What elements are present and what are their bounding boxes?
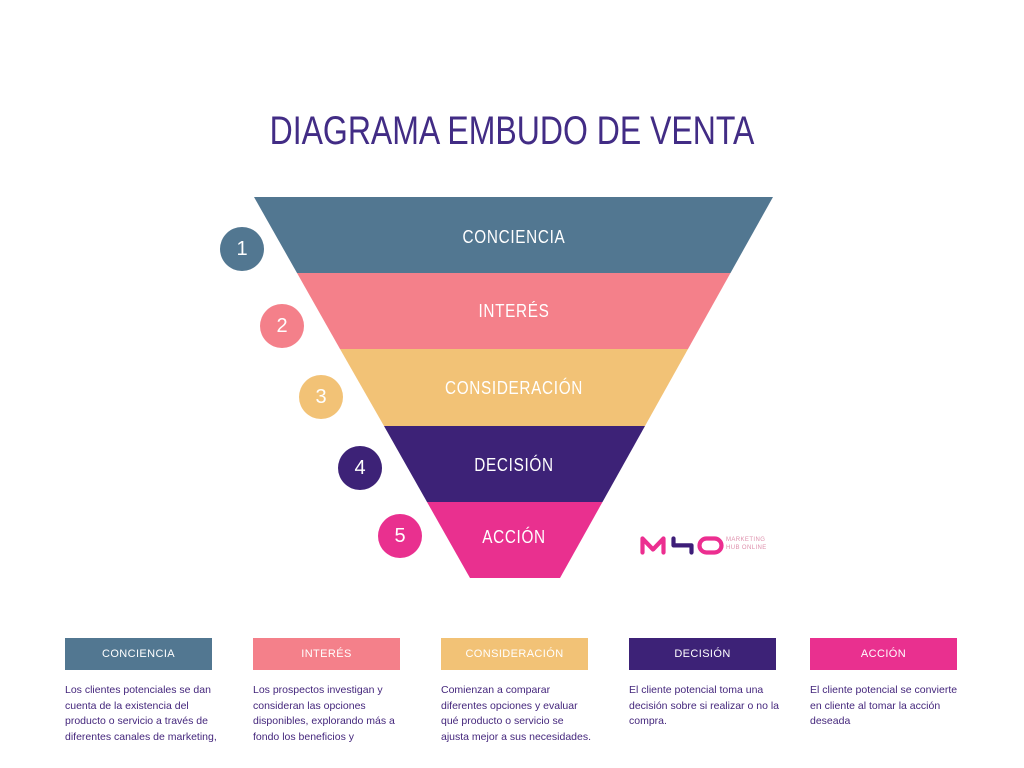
stage-number-badge-2: 2 (260, 304, 304, 348)
legend-header-consideracion: CONSIDERACIÓN (441, 638, 588, 670)
legend-header-label: INTERÉS (301, 648, 352, 660)
logo-tagline: MARKETING HUB ONLINE (726, 536, 767, 552)
legend-header-label: CONCIENCIA (101, 648, 176, 660)
legend-header-interes: INTERÉS (253, 638, 400, 670)
page-title: DIAGRAMA EMBUDO DE VENTA (269, 109, 755, 153)
legend-item-accion: ACCIÓN El cliente potencial se convierte… (810, 638, 968, 730)
legend-header-label: DECISIÓN (674, 648, 731, 660)
stage-label-decision: DECISIÓN (474, 455, 554, 475)
logo-letter-h (671, 536, 694, 555)
stage-number-1: 1 (236, 238, 248, 260)
legend-header-accion: ACCIÓN (810, 638, 957, 670)
stage-number-badge-4: 4 (338, 446, 382, 490)
legend-item-consideracion: CONSIDERACIÓN Comienzan a comparar difer… (441, 638, 599, 745)
stage-label-conciencia: CONCIENCIA (462, 227, 566, 247)
stage-number-2: 2 (276, 315, 288, 337)
stage-number-4: 4 (354, 457, 366, 479)
legend-item-conciencia: CONCIENCIA Los clientes potenciales se d… (65, 638, 223, 745)
stage-description-decision: El cliente potencial toma una decisión s… (629, 684, 779, 727)
legend-header-decision: DECISIÓN (629, 638, 776, 670)
stage-description-interes: Los prospectos investigan y consideran l… (253, 684, 395, 743)
legend-header-conciencia: CONCIENCIA (65, 638, 212, 670)
stage-description-conciencia: Los clientes potenciales se dan cuenta d… (65, 684, 217, 743)
mho-logo: MARKETING HUB ONLINE (640, 535, 770, 557)
funnel-stage-shape-decision (384, 426, 645, 502)
stage-label-accion: ACCIÓN (482, 527, 546, 547)
funnel-stage-shape-consideracion (340, 349, 688, 426)
stage-description-accion: El cliente potencial se convierte en cli… (810, 684, 958, 727)
stage-number-badge-3: 3 (299, 375, 343, 419)
stage-number-5: 5 (394, 525, 406, 547)
logo-letter-o (697, 536, 724, 555)
logo-tagline-line1: MARKETING (726, 537, 766, 543)
mho-logo-mark (640, 536, 724, 555)
stage-description-consideracion: Comienzan a comparar diferentes opciones… (441, 684, 591, 743)
funnel-stage-shape-accion (427, 502, 603, 578)
stage-label-interes: INTERÉS (478, 301, 550, 321)
stage-number-badge-5: 5 (378, 514, 422, 558)
legend-header-label: CONSIDERACIÓN (465, 648, 564, 660)
logo-letter-m (640, 536, 666, 555)
stage-label-consideracion: CONSIDERACIÓN (444, 378, 584, 398)
legend-header-label: ACCIÓN (860, 648, 907, 660)
stage-number-3: 3 (315, 386, 327, 408)
legend-item-interes: INTERÉS Los prospectos investigan y cons… (253, 638, 411, 745)
funnel-stage-shape-conciencia (254, 197, 773, 273)
stage-number-badge-1: 1 (220, 227, 264, 271)
logo-tagline-line2: HUB ONLINE (726, 545, 767, 551)
legend-item-decision: DECISIÓN El cliente potencial toma una d… (629, 638, 787, 730)
funnel-stage-shape-interes (297, 273, 731, 349)
